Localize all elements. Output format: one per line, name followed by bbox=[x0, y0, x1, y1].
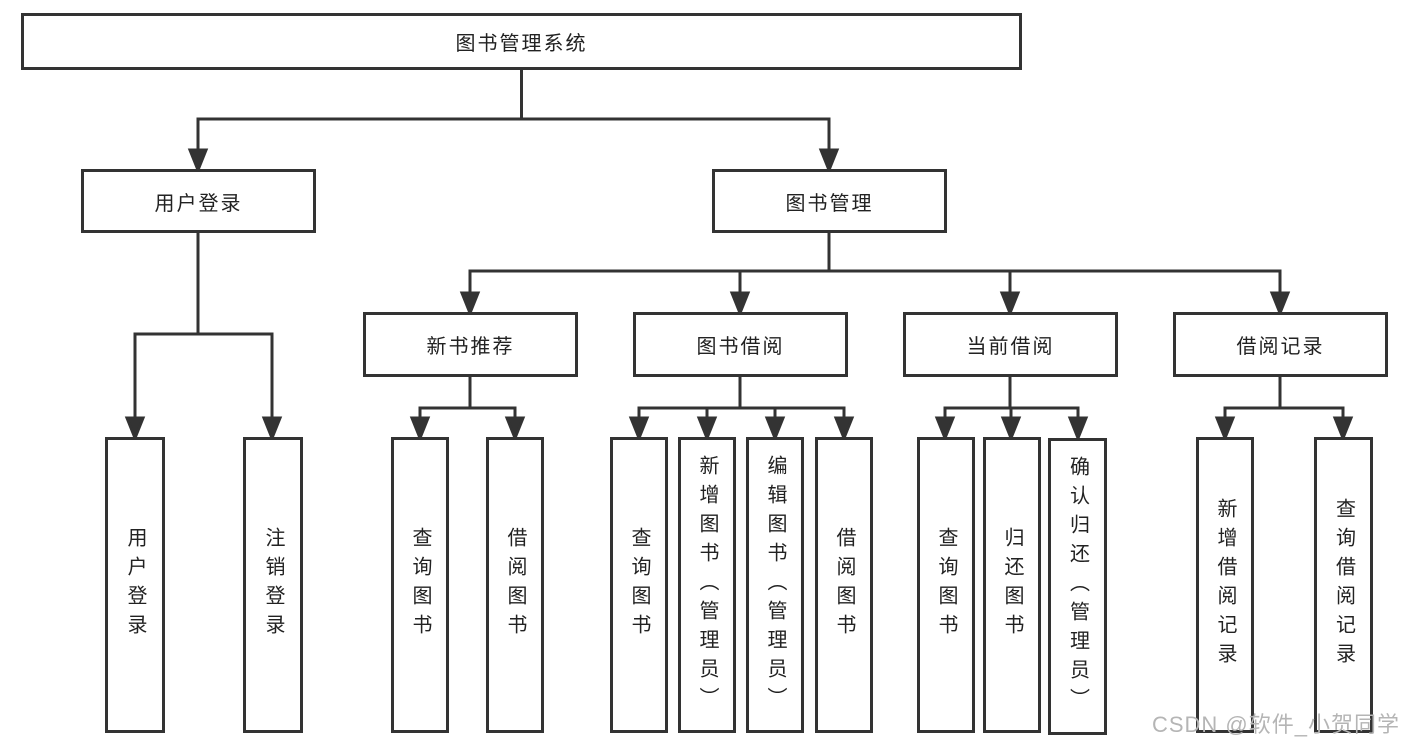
leaf-borrow-borrow: 借阅图书 bbox=[815, 437, 873, 733]
node-user-login-label: 用户登录 bbox=[154, 192, 243, 215]
leaf-borrow-add-label: 新增图书（管理员） bbox=[696, 454, 718, 716]
node-user-login: 用户登录 bbox=[81, 169, 316, 233]
leaf-current-confirm-label: 确认归还（管理员） bbox=[1066, 456, 1089, 717]
leaf-logout: 注销登录 bbox=[243, 437, 303, 733]
leaf-current-query-label: 查询图书 bbox=[935, 527, 957, 643]
leaf-records-add: 新增借阅记录 bbox=[1196, 437, 1254, 733]
node-current-borrow: 当前借阅 bbox=[903, 312, 1118, 377]
connector-newbooks-to-leaves bbox=[409, 375, 526, 443]
leaf-newbooks-borrow-label: 借阅图书 bbox=[504, 527, 526, 643]
leaf-current-confirm: 确认归还（管理员） bbox=[1048, 438, 1107, 735]
node-new-books-label: 新书推荐 bbox=[426, 336, 515, 358]
leaf-newbooks-query: 查询图书 bbox=[391, 437, 449, 733]
connector-userlogin-to-leaves bbox=[124, 231, 283, 443]
leaf-user-login: 用户登录 bbox=[105, 437, 165, 733]
leaf-borrow-borrow-label: 借阅图书 bbox=[833, 527, 855, 643]
leaf-borrow-edit-label: 编辑图书（管理员） bbox=[764, 454, 786, 716]
leaf-current-return-label: 归还图书 bbox=[1001, 527, 1023, 643]
watermark: CSDN @软件_小贺同学 bbox=[1151, 712, 1400, 737]
leaf-current-query: 查询图书 bbox=[917, 437, 975, 733]
leaf-borrow-edit: 编辑图书（管理员） bbox=[746, 437, 804, 733]
leaf-records-query: 查询借阅记录 bbox=[1314, 437, 1373, 733]
node-book-management-label: 图书管理 bbox=[785, 192, 874, 215]
leaf-logout-label: 注销登录 bbox=[262, 527, 284, 643]
leaf-records-query-label: 查询借阅记录 bbox=[1332, 498, 1355, 672]
node-root: 图书管理系统 bbox=[21, 13, 1022, 70]
leaf-borrow-add: 新增图书（管理员） bbox=[678, 437, 736, 733]
leaf-newbooks-borrow: 借阅图书 bbox=[486, 437, 544, 733]
node-book-borrow: 图书借阅 bbox=[633, 312, 848, 377]
node-borrow-records: 借阅记录 bbox=[1173, 312, 1388, 377]
connector-root-to-level2 bbox=[187, 68, 840, 175]
leaf-user-login-label: 用户登录 bbox=[124, 527, 146, 643]
leaf-borrow-query: 查询图书 bbox=[610, 437, 668, 733]
node-new-books: 新书推荐 bbox=[363, 312, 578, 377]
node-borrow-records-label: 借阅记录 bbox=[1236, 336, 1325, 358]
connector-currentborrow-to-leaves bbox=[934, 375, 1089, 443]
node-current-borrow-label: 当前借阅 bbox=[966, 336, 1055, 358]
node-root-label: 图书管理系统 bbox=[455, 33, 588, 55]
node-book-management: 图书管理 bbox=[712, 169, 947, 233]
connector-bookborrow-to-leaves bbox=[628, 375, 855, 443]
connector-records-to-leaves bbox=[1214, 375, 1354, 443]
node-book-borrow-label: 图书借阅 bbox=[696, 336, 785, 358]
connector-bookmgmt-to-level3 bbox=[459, 231, 1291, 318]
leaf-borrow-query-label: 查询图书 bbox=[628, 527, 650, 643]
leaf-current-return: 归还图书 bbox=[983, 437, 1041, 733]
leaf-newbooks-query-label: 查询图书 bbox=[409, 527, 431, 643]
leaf-records-add-label: 新增借阅记录 bbox=[1214, 498, 1236, 672]
